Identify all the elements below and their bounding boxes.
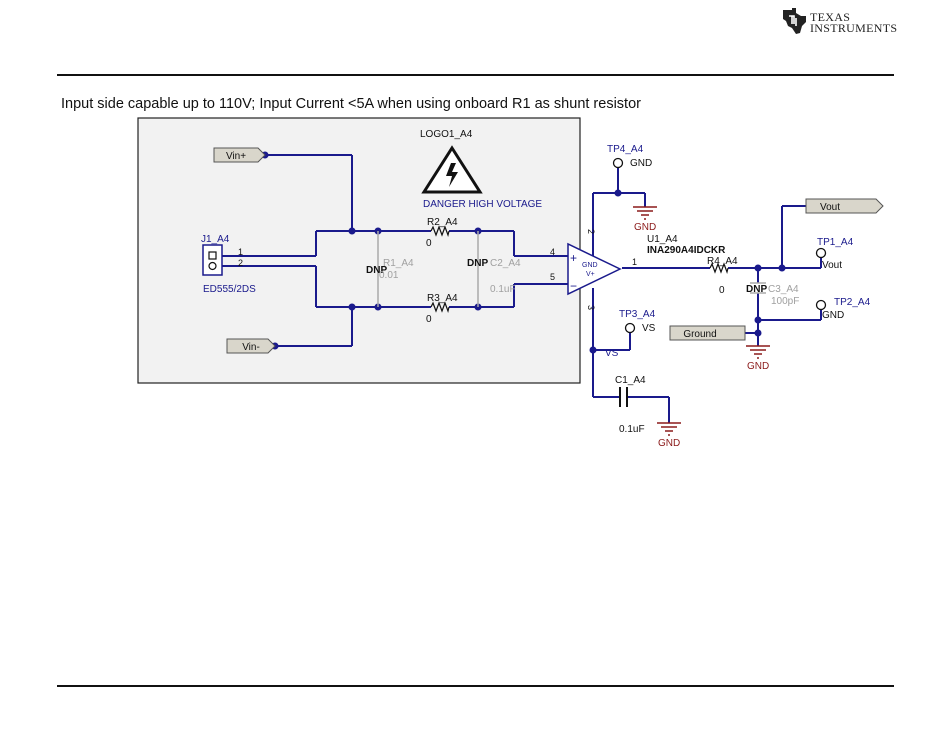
high-voltage-logo: LOGO1_A4 DANGER HIGH VOLTAGE	[420, 129, 542, 210]
resistor-r4: R4_A4 0	[707, 256, 738, 296]
tp2-net: GND	[822, 310, 844, 321]
port-vin-plus-label: Vin+	[226, 151, 246, 162]
r4-value: 0	[719, 285, 725, 296]
resistor-r2: R2_A4 0	[426, 217, 458, 249]
schematic-caption: Input side capable up to 110V; Input Cur…	[61, 96, 641, 112]
c1-designator: C1_A4	[615, 375, 646, 386]
c2-designator: C2_A4	[490, 258, 521, 269]
capacitor-c2: DNP C2_A4 0.1uF	[467, 231, 521, 307]
u1-pin1: 1	[632, 257, 637, 267]
tp1-net: Vout	[822, 260, 842, 271]
port-vout-label: Vout	[820, 202, 840, 213]
r1-designator: R1_A4	[383, 258, 414, 269]
u1-gnd-label: GND	[582, 262, 598, 269]
tp4-designator: TP4_A4	[607, 144, 644, 155]
tp2-designator: TP2_A4	[834, 297, 871, 308]
c2-value: 0.1uF	[490, 284, 516, 295]
footer-rule	[57, 685, 894, 687]
c3-designator: C3_A4	[768, 284, 799, 295]
r4-designator: R4_A4	[707, 256, 738, 267]
u1-pin2: 2	[586, 229, 596, 234]
ti-logo-text: Texas Instruments	[810, 10, 898, 35]
ti-state-icon	[783, 8, 806, 34]
testpoint-tp1: TP1_A4 Vout	[815, 237, 854, 271]
j1-part: ED555/2DS	[203, 284, 256, 295]
testpoint-tp3: TP3_A4 VS	[619, 309, 656, 334]
u1-designator: U1_A4	[647, 234, 678, 245]
u1-vplus-label: V+	[586, 271, 595, 278]
u1-pin3: 3	[586, 305, 596, 310]
c3-value: 100pF	[771, 296, 799, 307]
resistor-r3: R3_A4 0	[426, 293, 458, 325]
j1-pin2: 2	[238, 258, 243, 268]
connector-j1: J1_A4 ED555/2DS 1 2	[201, 234, 256, 295]
logo-text: DANGER HIGH VOLTAGE	[423, 199, 542, 210]
c1-value: 0.1uF	[619, 424, 645, 435]
ground-symbol-2: GND	[657, 422, 681, 449]
port-ground-label: Ground	[683, 329, 716, 340]
ti-logo-line2: Instruments	[810, 21, 898, 35]
ground-symbol-2-label: GND	[658, 438, 680, 449]
testpoint-tp4: TP4_A4 GND	[607, 144, 652, 169]
wires	[222, 154, 822, 423]
r3-designator: R3_A4	[427, 293, 458, 304]
tp1-designator: TP1_A4	[817, 237, 854, 248]
port-ground: Ground	[669, 325, 746, 341]
resistor-r1: DNP R1_A4 0.01	[366, 231, 414, 307]
amplifier-u1: + − GND V+ 4 5 2 3 1 U1_A4 INA290A4IDCKR	[550, 229, 726, 310]
logo-designator: LOGO1_A4	[420, 129, 473, 140]
port-vin-plus: Vin+	[213, 147, 266, 163]
u1-pin5: 5	[550, 272, 555, 282]
port-vin-minus-label: Vin-	[242, 342, 260, 353]
port-vout: Vout	[805, 198, 884, 214]
r2-designator: R2_A4	[427, 217, 458, 228]
tp4-net: GND	[630, 158, 652, 169]
j1-designator: J1_A4	[201, 234, 230, 245]
r2-value: 0	[426, 238, 432, 249]
net-label-vs: VS	[605, 348, 619, 359]
u1-plus-sign: +	[570, 251, 577, 265]
port-vin-minus: Vin-	[226, 338, 276, 354]
u1-pin4: 4	[550, 247, 555, 257]
capacitor-c3: DNP C3_A4 100pF	[746, 282, 799, 307]
tp3-designator: TP3_A4	[619, 309, 656, 320]
testpoint-tp2: TP2_A4 GND	[815, 297, 871, 321]
header-rule	[57, 74, 894, 76]
lightning-bolt-icon	[446, 163, 458, 187]
c3-dnp: DNP	[746, 284, 767, 295]
r1-dnp: DNP	[366, 265, 387, 276]
u1-minus-sign: −	[570, 279, 577, 293]
tp3-net: VS	[642, 323, 656, 334]
ground-symbol-1-label: GND	[634, 222, 656, 233]
ti-logo: Texas Instruments	[780, 6, 900, 40]
r1-value: 0.01	[379, 270, 399, 281]
u1-part: INA290A4IDCKR	[647, 245, 726, 256]
ground-symbol-3: GND	[746, 345, 770, 372]
ground-symbol-3-label: GND	[747, 361, 769, 372]
c2-dnp: DNP	[467, 258, 488, 269]
ground-symbol-1: GND	[633, 206, 657, 233]
ti-logo-line1: Texas	[810, 10, 851, 24]
capacitor-c1: C1_A4 0.1uF	[615, 375, 646, 435]
j1-pin1: 1	[238, 247, 243, 257]
r3-value: 0	[426, 314, 432, 325]
